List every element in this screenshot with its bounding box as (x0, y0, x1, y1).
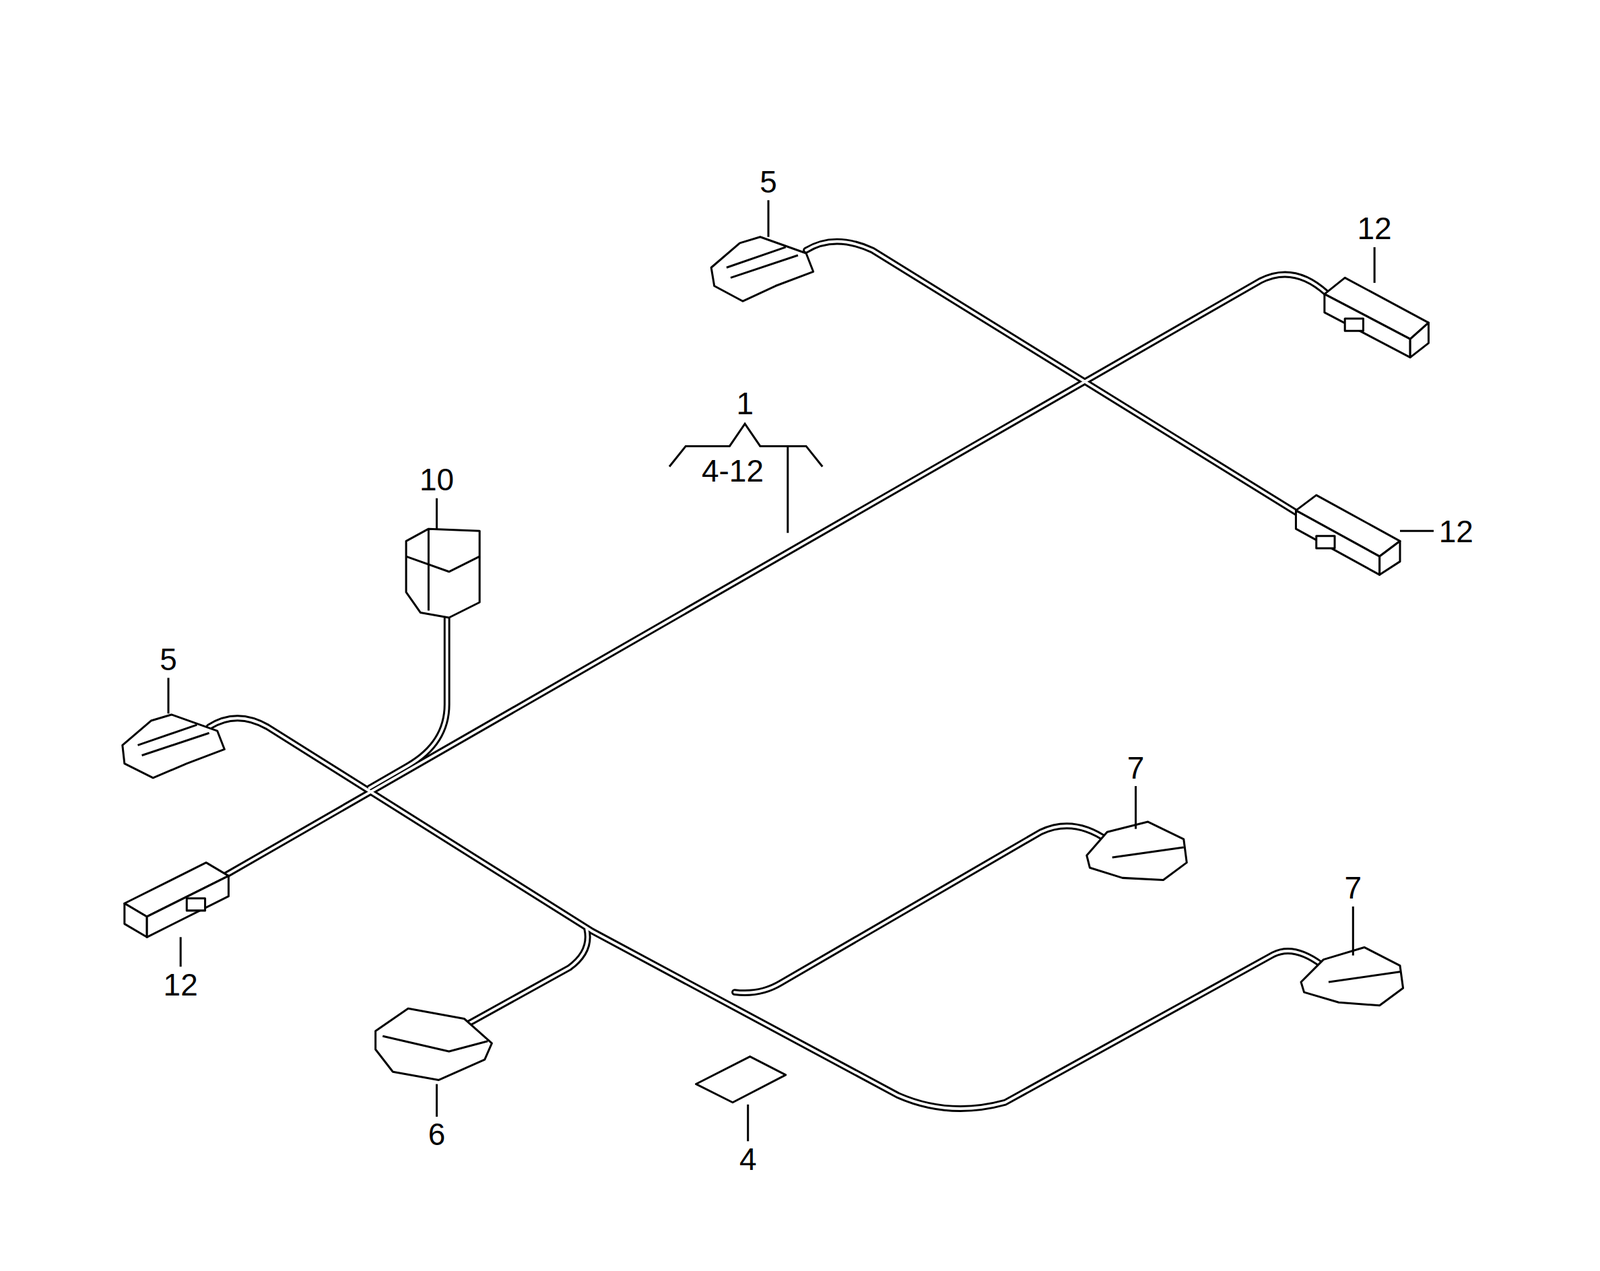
callout-number: 4 (737, 1142, 759, 1176)
callout-number: 12 (161, 968, 200, 1001)
callout-number: 4-12 (699, 454, 766, 487)
callout-number: 12 (1355, 212, 1394, 245)
callout-number: 12 (1437, 515, 1476, 548)
callout-number: 5 (157, 643, 180, 676)
callout-number: 10 (417, 463, 456, 496)
callout-number: 1 (734, 387, 756, 420)
callout-number: 6 (426, 1117, 448, 1151)
callout-number: 7 (1125, 751, 1147, 784)
callout-number: 5 (757, 165, 780, 198)
callout-number: 7 (1342, 871, 1364, 904)
